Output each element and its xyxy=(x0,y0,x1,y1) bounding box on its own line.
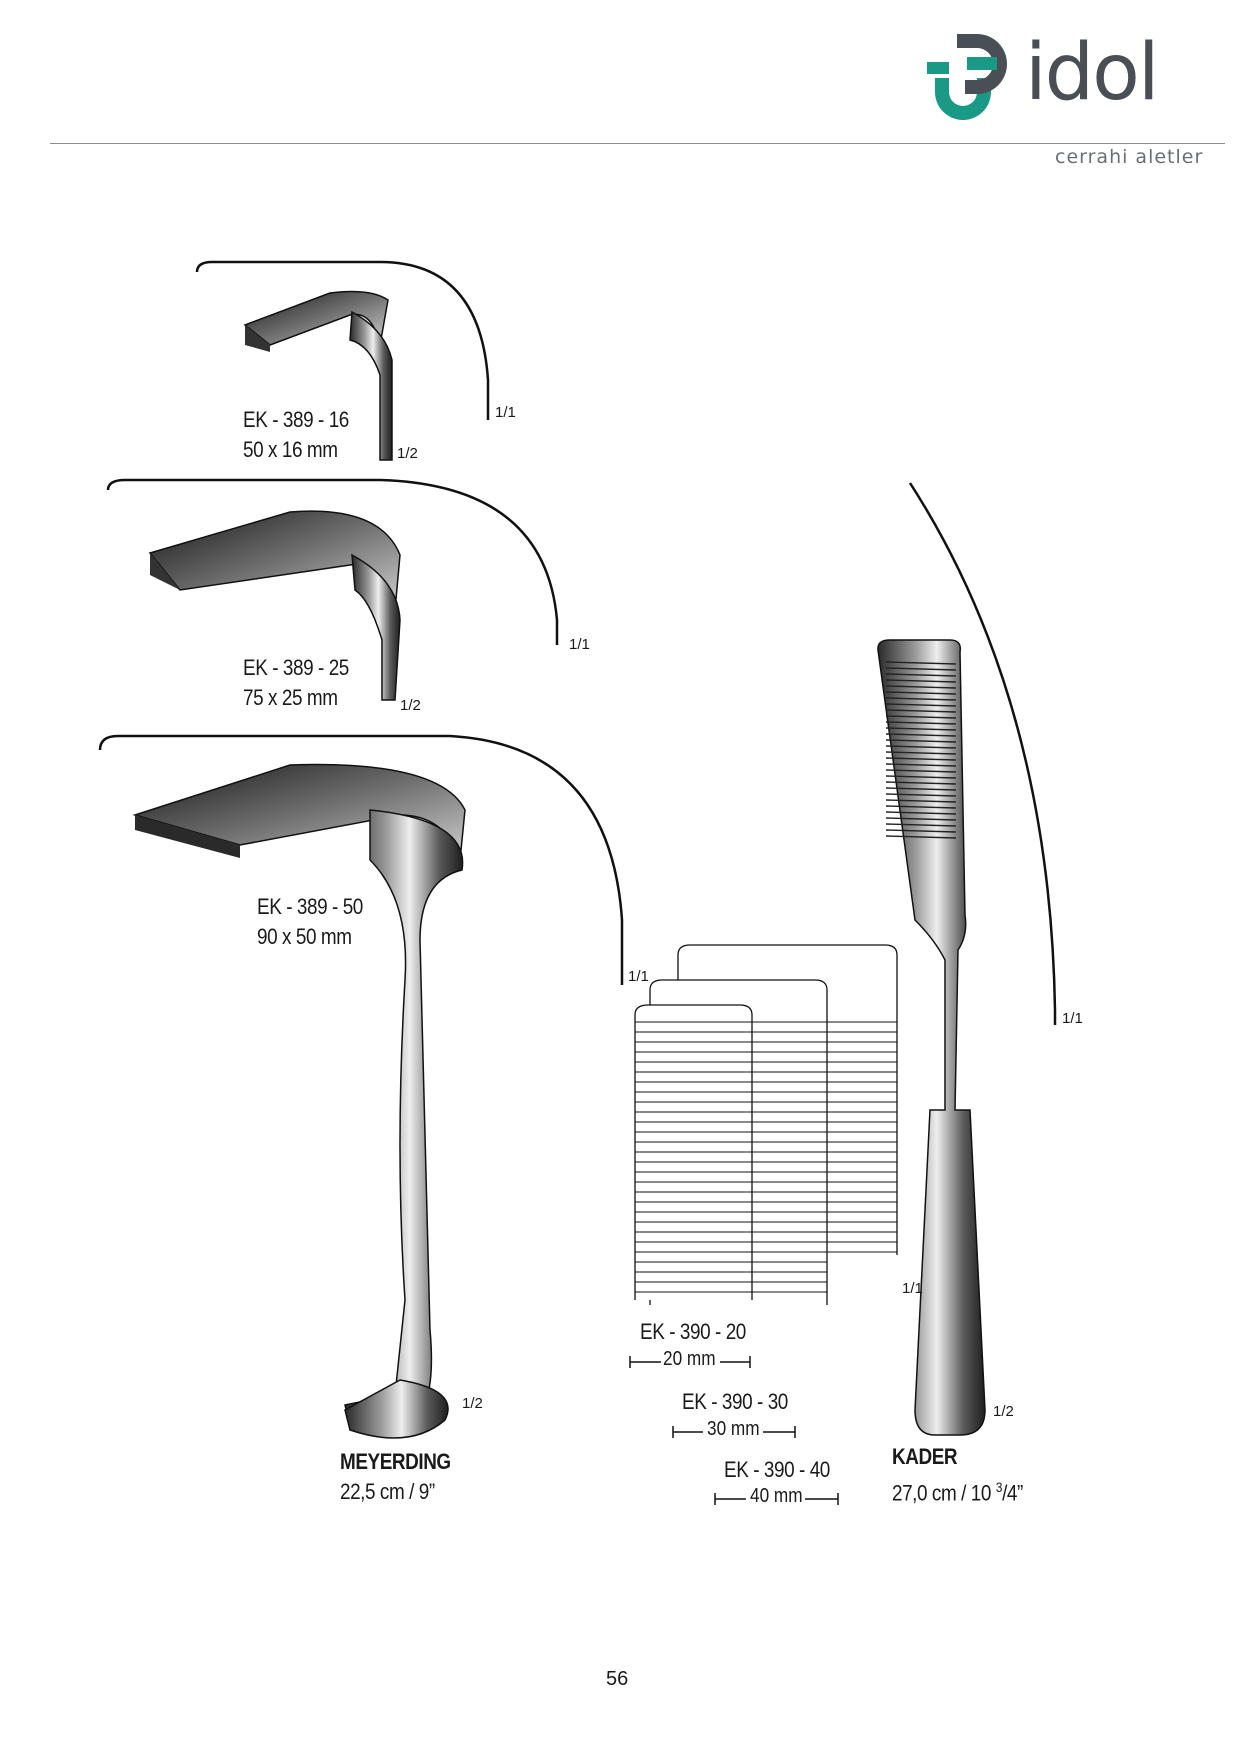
profile-curve-25 xyxy=(106,478,559,645)
code-389-25: EK - 389 - 25 xyxy=(243,655,349,680)
retractor-389-25 xyxy=(148,510,401,701)
header-divider xyxy=(50,143,1225,144)
kader-ridge xyxy=(885,805,957,809)
kader-ridge xyxy=(885,775,957,779)
blades-390 xyxy=(634,944,898,1305)
kader-ridge xyxy=(885,793,957,797)
brand-word: idol xyxy=(1025,28,1160,118)
kader-ridge xyxy=(885,703,957,707)
code-389-16: EK - 389 - 16 xyxy=(243,407,349,432)
kader-length-tail: /4” xyxy=(1002,1480,1023,1506)
kader-ridge xyxy=(885,661,957,665)
scale-389-16-profile: 1/1 xyxy=(495,404,516,421)
kader-ridge xyxy=(885,757,957,761)
page-number: 56 xyxy=(606,1668,629,1690)
kader-ridge xyxy=(885,739,957,743)
profile-curve-kader xyxy=(908,482,1057,1025)
width-390-40: 40 mm xyxy=(750,1485,803,1507)
scale-blades: 1/1 xyxy=(902,1280,923,1297)
scale-389-25-photo: 1/2 xyxy=(400,697,421,714)
profile-curve-16 xyxy=(195,260,490,420)
kader-ridge xyxy=(885,829,957,833)
code-390-30: EK - 390 - 30 xyxy=(682,1389,788,1414)
size-389-25: 75 x 25 mm xyxy=(243,685,338,710)
scale-389-50-profile: 1/1 xyxy=(628,968,649,985)
kader-ridge xyxy=(885,745,957,749)
scale-389-25-profile: 1/1 xyxy=(569,636,590,653)
scale-meyerding: 1/2 xyxy=(462,1395,483,1412)
profile-curve-50 xyxy=(98,734,624,985)
kader-ridge xyxy=(885,835,957,839)
kader-ridge xyxy=(885,787,957,791)
kader-length-frac: 3 xyxy=(995,1479,1003,1495)
kader-ridge xyxy=(885,799,957,803)
scale-kader-photo: 1/2 xyxy=(993,1403,1014,1420)
kader-ridge xyxy=(885,685,957,689)
meyerding-length: 22,5 cm / 9” xyxy=(340,1479,435,1504)
code-390-20: EK - 390 - 20 xyxy=(640,1319,746,1344)
kader-ridge xyxy=(885,769,957,773)
width-390-20: 20 mm xyxy=(663,1348,716,1370)
kader-ridge xyxy=(885,691,957,695)
kader-ridge xyxy=(885,763,957,767)
meyerding-name: MEYERDING xyxy=(340,1449,451,1474)
kader-ridge xyxy=(885,715,957,719)
kader-ridge xyxy=(885,817,957,821)
scale-kader-profile: 1/1 xyxy=(1062,1010,1083,1027)
blades-390-ridges xyxy=(635,1021,897,1293)
retractor-389-16 xyxy=(243,290,393,461)
size-389-50: 90 x 50 mm xyxy=(257,924,352,949)
scale-389-16-photo: 1/2 xyxy=(397,445,418,462)
retractor-kader xyxy=(877,639,986,1436)
kader-ridge xyxy=(885,733,957,737)
size-389-16: 50 x 16 mm xyxy=(243,437,338,462)
brand-logo: idol cerrahi aletler xyxy=(915,22,1215,172)
kader-ridge xyxy=(885,727,957,731)
width-390-30: 30 mm xyxy=(707,1418,760,1440)
code-389-50: EK - 389 - 50 xyxy=(257,894,363,919)
kader-ridge xyxy=(885,697,957,701)
retractor-389-50 xyxy=(132,763,466,1439)
kader-ridge xyxy=(885,709,957,713)
kader-ridge xyxy=(885,823,957,827)
dimension-arrows xyxy=(629,1356,839,1505)
brand-subtitle: cerrahi aletler xyxy=(1055,146,1204,168)
kader-ridge xyxy=(885,679,957,683)
kader-ridge xyxy=(885,721,957,725)
kader-ridge xyxy=(885,667,957,671)
kader-name: KADER xyxy=(892,1444,958,1469)
kader-ridge xyxy=(885,811,957,815)
kader-ridge xyxy=(885,781,957,785)
kader-length-main: 27,0 cm / 10 xyxy=(892,1480,996,1506)
code-390-40: EK - 390 - 40 xyxy=(724,1457,830,1482)
logo-mark-icon xyxy=(927,34,1007,120)
kader-length: 27,0 cm / 10 3/4” xyxy=(892,1472,1023,1508)
kader-ridge xyxy=(885,751,957,755)
kader-ridge xyxy=(885,673,957,677)
